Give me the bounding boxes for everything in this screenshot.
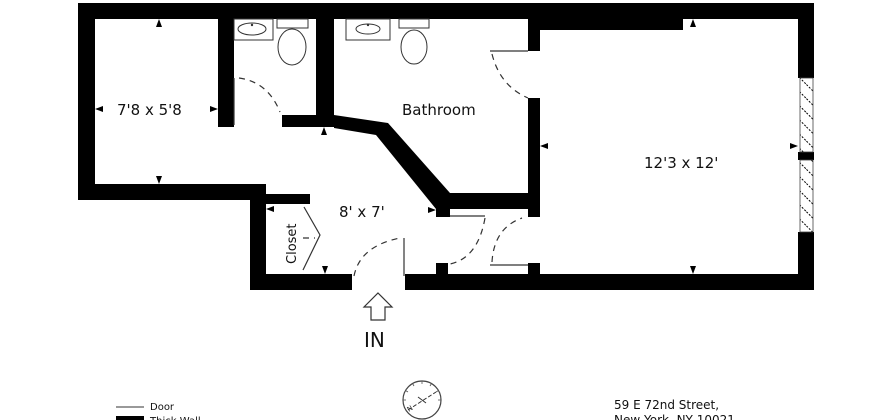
toilet-tank-icon bbox=[398, 18, 430, 29]
wc-fixtures bbox=[233, 18, 309, 66]
legend-wall-symbol bbox=[116, 416, 144, 420]
address-line-2: New York, NY 10021 bbox=[614, 413, 735, 420]
toilet-tank-icon bbox=[276, 18, 309, 29]
room-label-living-room: 12'3 x 12' bbox=[644, 154, 718, 172]
legend-wall-label: Thick Wall bbox=[149, 416, 201, 420]
door-closet bbox=[302, 206, 321, 271]
entrance-arrow-icon bbox=[362, 292, 394, 321]
bathroom-fixtures bbox=[345, 18, 430, 65]
compass-icon: N bbox=[402, 380, 442, 420]
room-label-foyer: 8' x 7' bbox=[339, 203, 385, 221]
address-line-1: 59 E 72nd Street, bbox=[614, 398, 719, 412]
room-label-bedroom: 7'8 x 5'8 bbox=[117, 101, 182, 119]
dimension-markers bbox=[95, 19, 798, 274]
sink-basin-icon bbox=[237, 22, 267, 36]
toilet-icon bbox=[277, 28, 307, 66]
doors bbox=[233, 50, 529, 277]
walls bbox=[78, 3, 814, 290]
svg-text:N: N bbox=[406, 404, 415, 414]
room-label-closet: Closet bbox=[285, 223, 300, 264]
toilet-icon bbox=[400, 29, 428, 65]
room-label-bathroom: Bathroom bbox=[402, 101, 476, 119]
legend-door-label: Door bbox=[150, 402, 175, 413]
entrance-label: IN bbox=[364, 328, 385, 352]
legend: Door Thick Wall bbox=[116, 402, 201, 420]
window-right bbox=[799, 77, 814, 233]
